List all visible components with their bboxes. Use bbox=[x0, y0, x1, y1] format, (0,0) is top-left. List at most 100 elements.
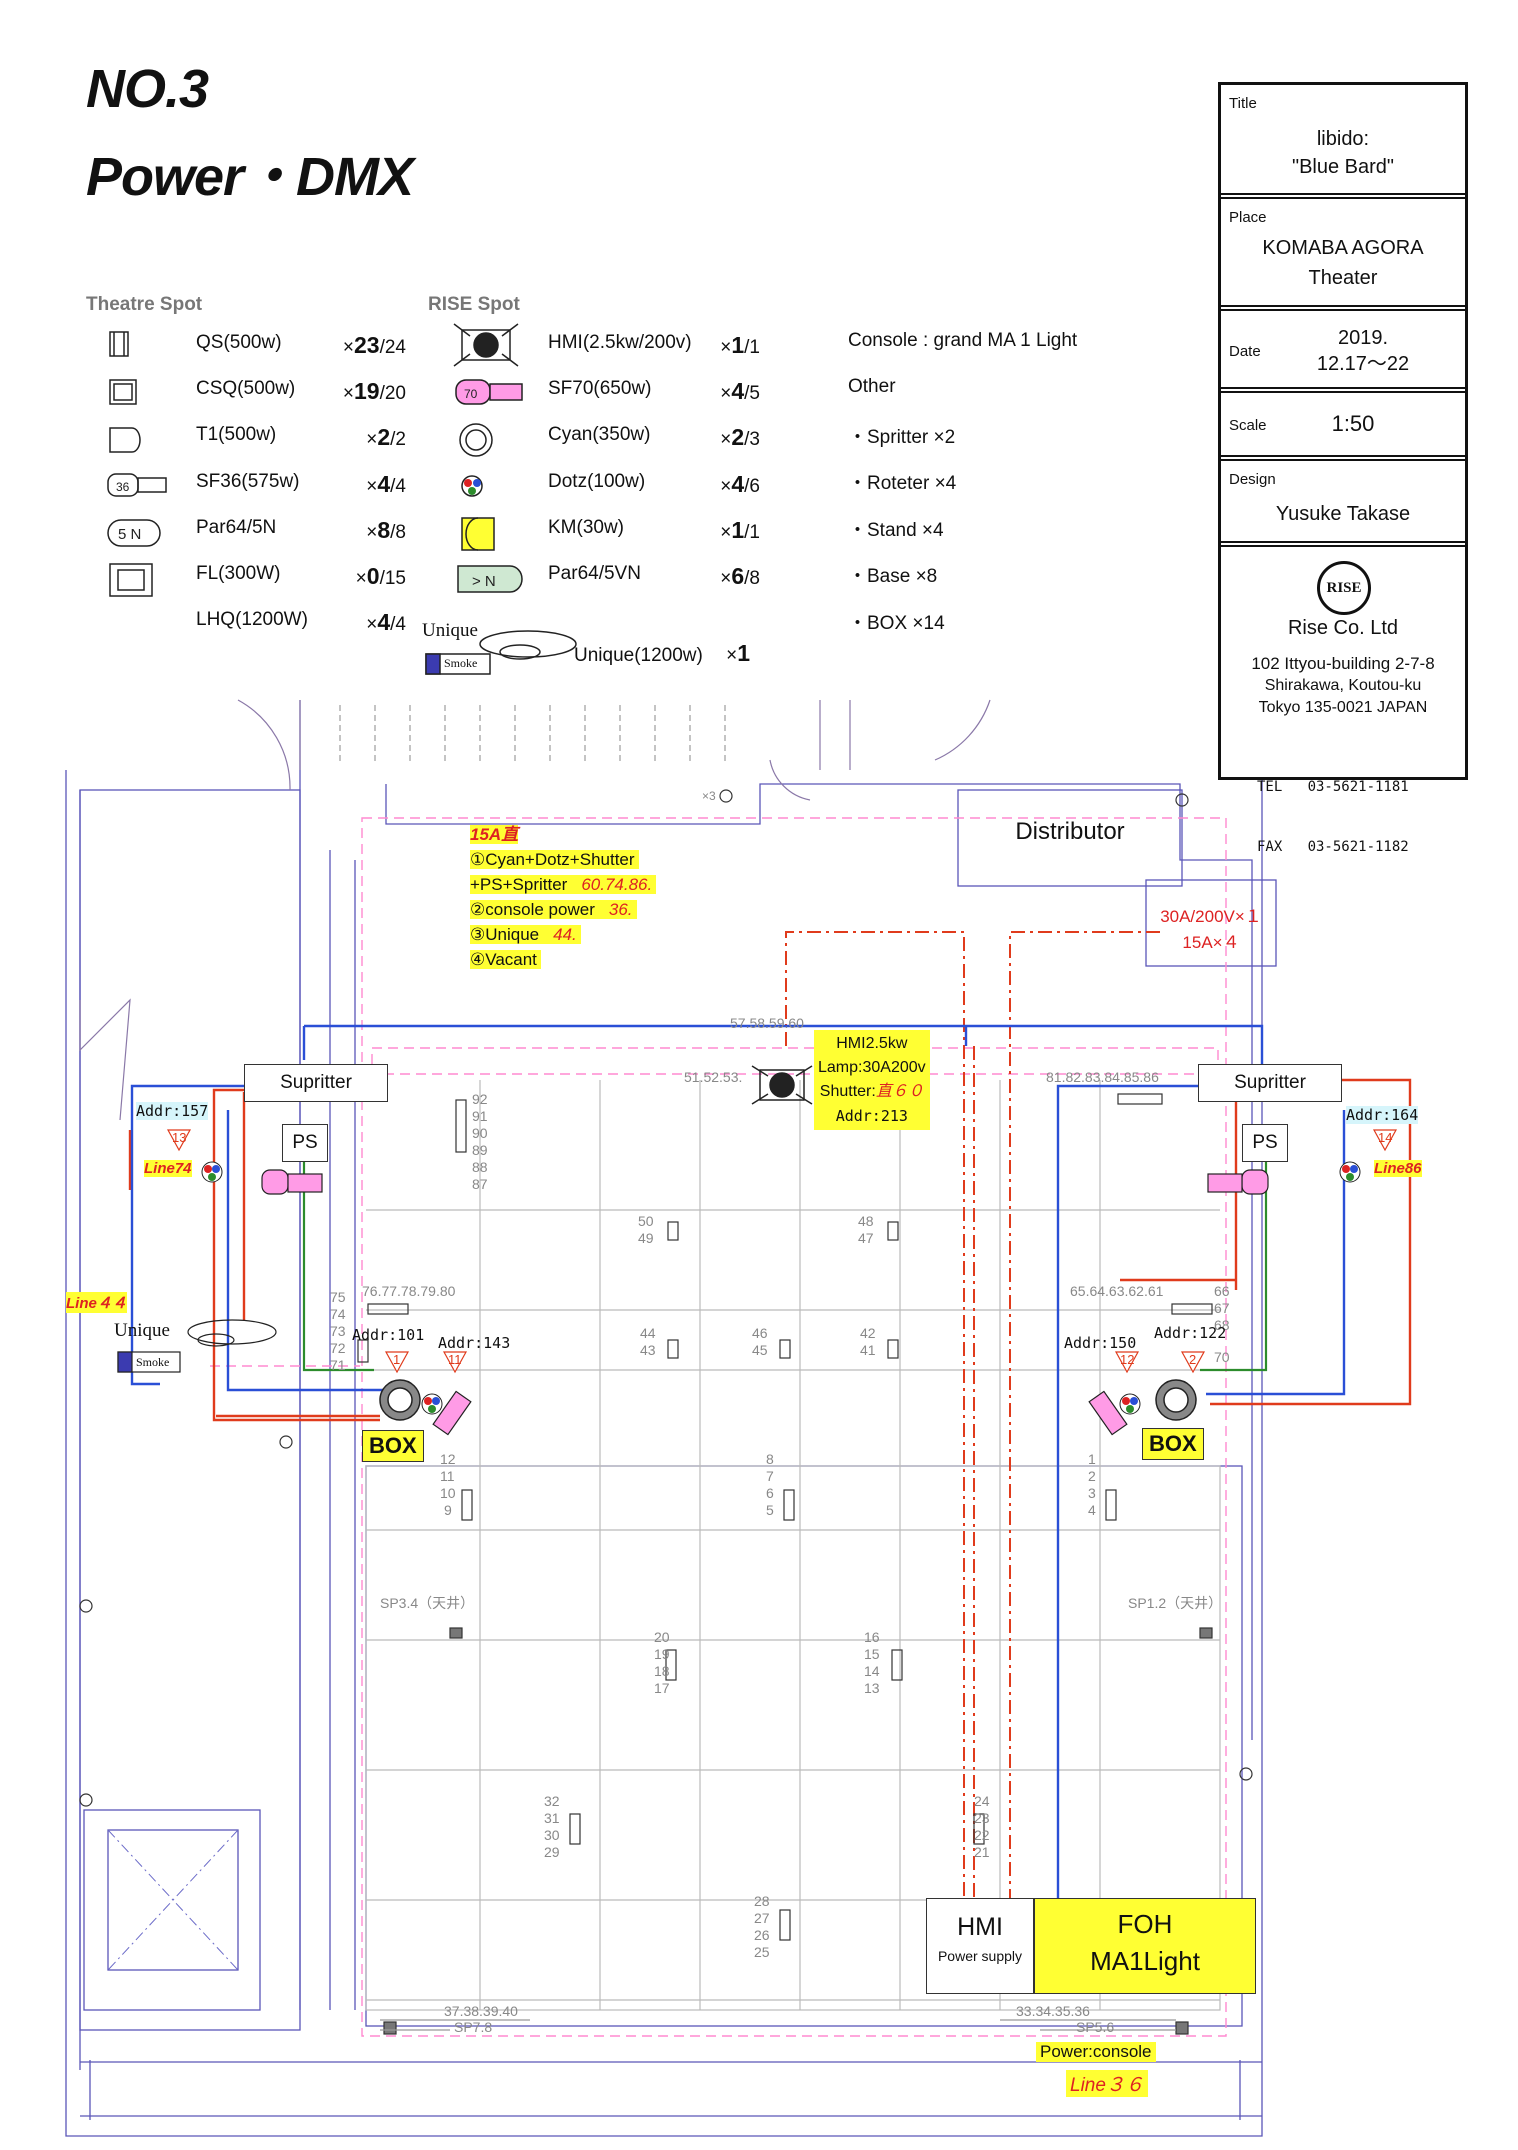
legend-item-name: HMI(2.5kw/200v) bbox=[548, 332, 692, 353]
dimension-lines bbox=[380, 2019, 1176, 2031]
dotz-icon bbox=[461, 475, 483, 497]
circuit-note-text: ④Vacant bbox=[470, 950, 537, 969]
ch-4: 4 bbox=[1088, 1502, 1096, 1518]
legend-item-name: Cyan(350w) bbox=[548, 424, 651, 446]
other-head: Other bbox=[848, 376, 896, 397]
legend-item-count: ×0/15 bbox=[356, 563, 406, 590]
legend-item-count: ×1/1 bbox=[720, 332, 760, 359]
dmx-green-lines bbox=[302, 1130, 1268, 1372]
legend-item-count: ×19/20 bbox=[343, 378, 406, 405]
legend-item-pre: × bbox=[720, 337, 732, 358]
plan-number-labels: ×3 51.52.53. 81.82.83.84.85.86 76.77.78.… bbox=[362, 789, 1222, 2035]
top-ticks bbox=[339, 705, 726, 765]
ch-92: 92 bbox=[472, 1091, 488, 1107]
par64vn-icon: > N bbox=[457, 565, 523, 593]
legend-item-pre: × bbox=[366, 614, 378, 636]
legend-item-pre: × bbox=[720, 475, 732, 497]
ch-14: 14 bbox=[864, 1663, 880, 1679]
cyan-icon bbox=[459, 423, 493, 457]
ch-30: 30 bbox=[544, 1827, 560, 1843]
circuit-note-channels: 36. bbox=[608, 900, 633, 919]
legend-item-name: LHQ(1200W) bbox=[196, 609, 308, 631]
legend-item-total: /3 bbox=[744, 429, 760, 451]
fixture-symbols bbox=[79, 789, 1253, 2035]
power-spec-line1: 30A/200V×１ bbox=[1160, 907, 1262, 926]
ch-45: 45 bbox=[752, 1342, 768, 1358]
legend-item-count: ×1/1 bbox=[720, 517, 760, 544]
power-console-label: Power:console bbox=[1036, 2042, 1156, 2062]
ch-12: 12 bbox=[440, 1451, 456, 1467]
ch-31: 31 bbox=[544, 1810, 560, 1826]
legend-item-total: /1 bbox=[744, 521, 760, 543]
box-right: BOX bbox=[1142, 1428, 1204, 1460]
building-outline bbox=[65, 700, 1277, 2137]
addr-122: Addr:122 bbox=[1154, 1324, 1227, 1342]
ch-49: 49 bbox=[638, 1230, 654, 1246]
ch-18: 18 bbox=[654, 1663, 670, 1679]
addr-101: Addr:101 bbox=[352, 1326, 425, 1344]
ch-5: 5 bbox=[766, 1502, 774, 1518]
unique-legend-name: Unique(1200w) bbox=[574, 645, 703, 666]
ps-right: PS bbox=[1242, 1124, 1288, 1162]
legend-item-total: /4 bbox=[390, 614, 406, 636]
line44-label: Line４４ bbox=[66, 1292, 127, 1313]
distributor-label: Distributor bbox=[1015, 818, 1125, 845]
addr-143: Addr:143 bbox=[438, 1334, 511, 1352]
hmi-fixture bbox=[751, 1065, 813, 1105]
ch-75: 75 bbox=[330, 1289, 346, 1305]
hmi-line3-a: Shutter: bbox=[819, 1083, 876, 1100]
tb-scale-cell: Scale 1:50 bbox=[1221, 391, 1465, 457]
other-item: ・Base ×8 bbox=[848, 566, 938, 588]
power-cable-lines bbox=[128, 1078, 1412, 1422]
legend-item-pre: × bbox=[720, 429, 732, 451]
qs-icon bbox=[109, 331, 129, 357]
tb-place-label: Place bbox=[1229, 209, 1267, 226]
ch-42: 42 bbox=[860, 1325, 876, 1341]
legend-theatre-item: CSQ(500w)×19/20 bbox=[196, 378, 406, 404]
g-sp34: SP3.4（天井） bbox=[380, 1595, 474, 1611]
legend-item-count: ×2/3 bbox=[720, 424, 760, 451]
ch-1: 1 bbox=[1088, 1451, 1096, 1467]
power-dashdot-lines bbox=[785, 931, 1160, 1900]
ch-16: 16 bbox=[864, 1629, 880, 1645]
legend-item-pre: × bbox=[720, 383, 732, 405]
power-spec-line2: 15A×４ bbox=[1182, 933, 1240, 952]
legend-item-name: SF36(575w) bbox=[196, 470, 300, 492]
legend-theatre-item: SF36(575w)×4/4 bbox=[196, 470, 406, 497]
legend-item-count: ×8/8 bbox=[366, 517, 406, 544]
ch-23: 23 bbox=[974, 1810, 990, 1826]
smoke-plan-label: Smoke bbox=[136, 1355, 170, 1369]
ch-70: 70 bbox=[1214, 1349, 1230, 1365]
ch-7: 7 bbox=[766, 1468, 774, 1484]
grid-lines bbox=[365, 1080, 1221, 2011]
legend-item-used: 4 bbox=[731, 378, 745, 405]
ch-17: 17 bbox=[654, 1680, 670, 1696]
other-item: ・Spritter ×2 bbox=[848, 427, 956, 448]
tb-title-line1: libido: bbox=[1316, 128, 1370, 150]
unique-legend-label: Unique bbox=[422, 620, 478, 641]
legend-item-total: /20 bbox=[379, 383, 406, 405]
fl-icon bbox=[109, 563, 153, 597]
foh-sub: MA1Light bbox=[1090, 1946, 1200, 1976]
ch-47: 47 bbox=[858, 1230, 874, 1246]
ch-73: 73 bbox=[330, 1323, 346, 1339]
channel-column-labels: 92 91 90 89 88 87 50 49 48 47 75 74 73 7… bbox=[330, 1091, 1230, 1960]
legend-item-count: ×4/6 bbox=[720, 471, 760, 498]
unique-icon bbox=[425, 630, 577, 675]
tb-date-line2: 12.17〜22 bbox=[1316, 353, 1410, 375]
ch-8: 8 bbox=[766, 1451, 774, 1467]
g-515253: 51.52.53. bbox=[684, 1069, 742, 1085]
circuit-note-line: ①Cyan+Dotz+Shutter bbox=[470, 847, 656, 872]
hmi-power-supply: HMI Power supply bbox=[926, 1898, 1034, 1994]
line86-label: Line86 bbox=[1374, 1160, 1422, 1177]
legend-icons-theatre: 36 5 N bbox=[107, 331, 167, 597]
channel-triangles bbox=[166, 1129, 1398, 1374]
unique-legend-count: 1 bbox=[737, 640, 751, 666]
circuit-note-channels: 44. bbox=[553, 925, 577, 944]
legend-theatre-item: FL(300W)×0/15 bbox=[196, 563, 406, 589]
legend-item-used: 4 bbox=[731, 470, 745, 497]
legend-item-used: 4 bbox=[377, 609, 391, 636]
elevator-cross bbox=[107, 1829, 239, 1971]
